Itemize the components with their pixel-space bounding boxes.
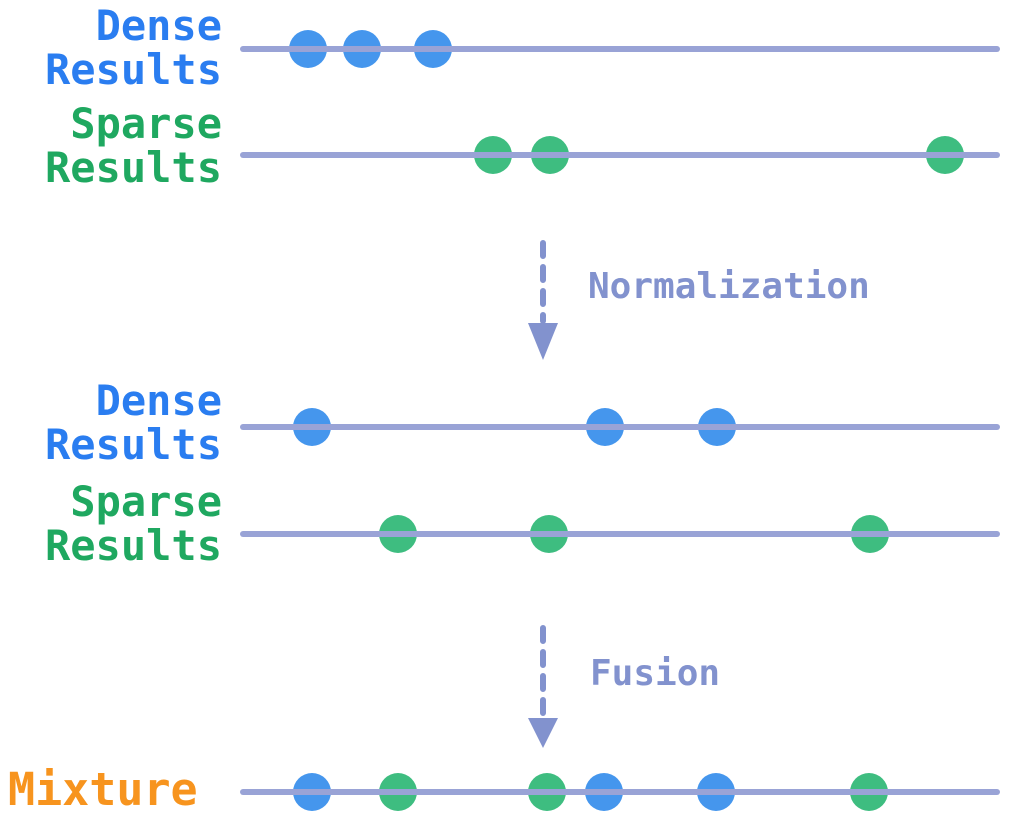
mixture-label: Mixture	[8, 763, 198, 816]
arrowhead	[528, 323, 558, 360]
number-line	[240, 424, 1000, 430]
fusion-down-arrow-icon	[528, 625, 558, 748]
fusion-label: Fusion	[590, 653, 721, 694]
normalization-down-arrow-icon	[528, 240, 558, 360]
dense-results-raw-label: Dense Results	[44, 1, 222, 94]
sparse-results-normalized-label: Sparse Results	[44, 477, 222, 570]
normalization-label: Normalization	[588, 266, 870, 307]
number-line	[240, 531, 1000, 537]
dense-results-normalized-label: Dense Results	[44, 376, 222, 469]
sparse-results-raw-label: Sparse Results	[44, 99, 222, 192]
number-line	[240, 152, 1000, 158]
number-line	[240, 789, 1000, 795]
arrowhead	[528, 718, 558, 748]
number-line	[240, 46, 1000, 52]
